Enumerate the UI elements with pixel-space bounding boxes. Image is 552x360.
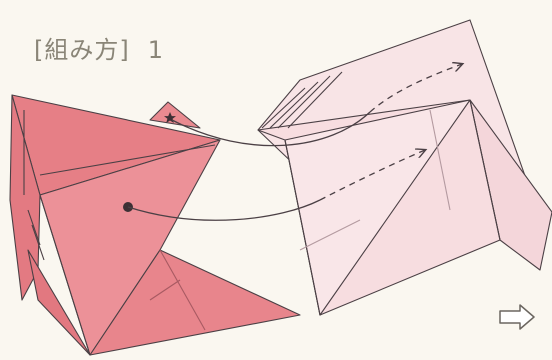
left-piece [10, 95, 300, 355]
dot-icon [123, 202, 133, 212]
next-arrow-icon[interactable] [500, 305, 534, 329]
right-piece [258, 20, 552, 315]
left-piece-top-point [150, 102, 200, 128]
